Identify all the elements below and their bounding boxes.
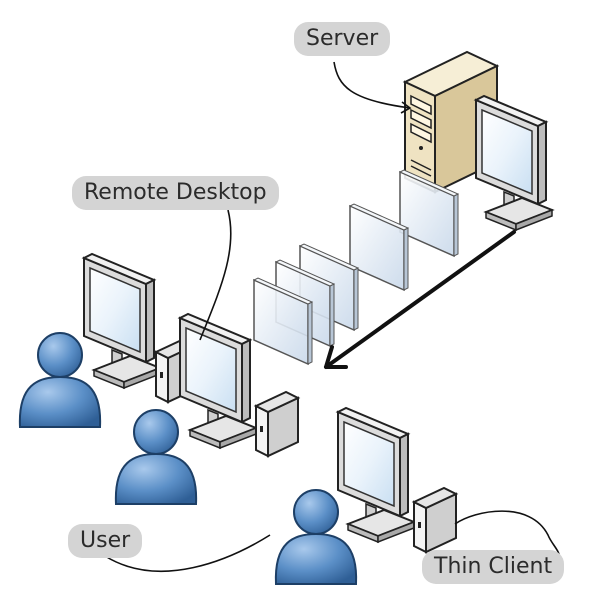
monitor-icon [337, 407, 415, 543]
user-person-icon [274, 489, 358, 585]
thin-client-callout-line [454, 510, 561, 561]
transfer-arrow [324, 230, 516, 369]
monitor-icon [179, 313, 257, 449]
server-monitor-icon [475, 95, 553, 231]
remote-desktop-label: Remote Desktop [72, 176, 279, 210]
monitor-icon [83, 253, 161, 389]
server-callout-line [333, 61, 411, 109]
user-label: User [68, 524, 143, 558]
thin-client-label: Thin Client [422, 550, 565, 584]
user-callout-line [104, 534, 271, 572]
thin-client-box-icon [413, 487, 457, 553]
remote-desktop-callout-line [199, 209, 232, 341]
user-person-icon [18, 332, 102, 428]
user-person-icon [114, 409, 198, 505]
server-label: Server [294, 22, 391, 56]
thin-client-box-icon [255, 391, 299, 457]
